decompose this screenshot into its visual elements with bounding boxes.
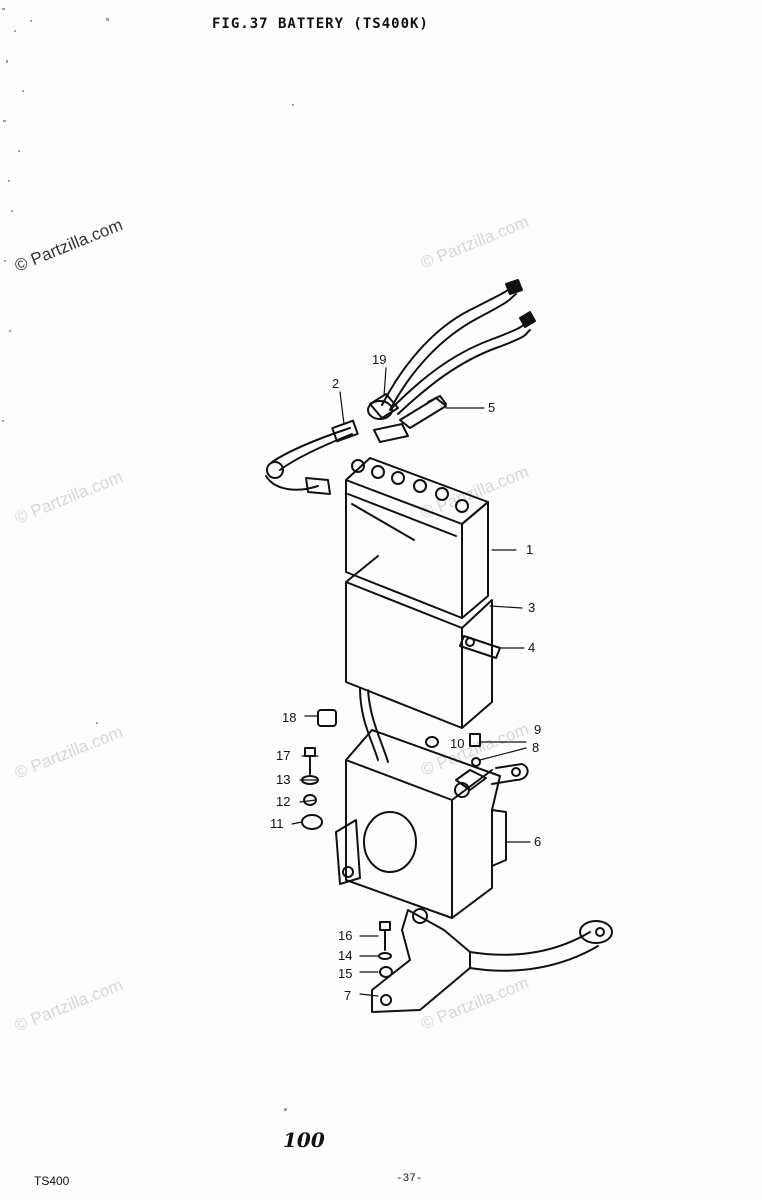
callout-9: 9 [534, 722, 542, 737]
part-19-connector [367, 393, 399, 420]
callout-7: 7 [344, 988, 352, 1003]
callout-17: 17 [276, 748, 291, 763]
callout-5: 5 [488, 400, 496, 415]
part-3-pad [345, 555, 493, 729]
model-label: TS400 [34, 1174, 70, 1188]
callout-11: 11 [270, 816, 284, 831]
callout-8: 8 [532, 740, 540, 755]
part-2-lead [265, 419, 359, 495]
sheet-number: -37- [396, 1173, 423, 1185]
callout-4: 4 [528, 640, 536, 655]
figure-title: FIG.37 BATTERY (TS400K) [212, 16, 429, 32]
fastener-stack-left [301, 709, 337, 830]
wire-harness [381, 279, 536, 415]
callout-18: 18 [282, 710, 297, 725]
page-number: 100 [283, 1128, 325, 1152]
callout-1: 1 [526, 542, 534, 557]
callout-10: 10 [450, 736, 465, 751]
part-4-clip [459, 635, 501, 659]
leader-lines [291, 367, 531, 997]
callout-3: 3 [528, 600, 536, 615]
callout-14: 14 [338, 948, 353, 963]
fastener-stack-bottom [378, 921, 393, 978]
callout-6: 6 [534, 834, 542, 849]
part-6-battery-box [335, 729, 529, 919]
scan-noise [2, 8, 294, 1111]
callout-12: 12 [276, 794, 291, 809]
callout-13: 13 [276, 772, 291, 787]
callout-2: 2 [332, 376, 340, 391]
parts-8-9-10 [425, 733, 481, 767]
part-7-bracket [371, 908, 613, 1013]
vent-tube [359, 687, 379, 761]
callout-19: 19 [372, 352, 387, 367]
callout-15: 15 [338, 966, 353, 981]
part-1-battery [345, 457, 489, 619]
callout-16: 16 [338, 928, 353, 943]
part-5-terminal [373, 395, 447, 443]
